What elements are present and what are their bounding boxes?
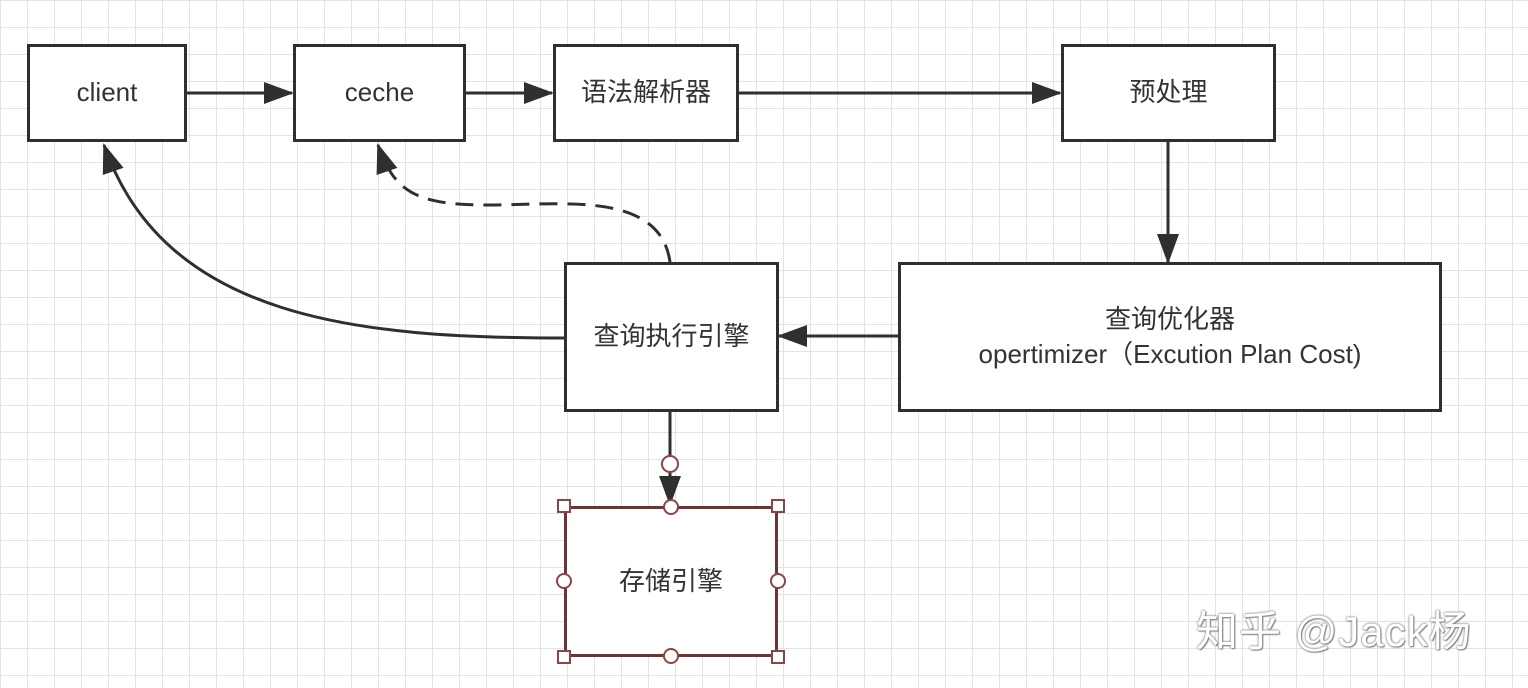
node-preprocess[interactable]: 预处理	[1061, 44, 1276, 142]
node-cache[interactable]: ceche	[293, 44, 466, 142]
node-optimizer-label-line1: 查询优化器	[1104, 303, 1235, 334]
node-cache-label: ceche	[344, 77, 415, 108]
node-parser[interactable]: 语法解析器	[553, 44, 739, 142]
node-optimizer-label-line2: opertimizer（Excution Plan Cost)	[978, 339, 1362, 369]
node-parser-label: 语法解析器	[580, 77, 711, 108]
node-optimizer[interactable]: 查询优化器 opertimizer（Excution Plan Cost)	[898, 262, 1442, 412]
resize-handle-bottom-left[interactable]	[557, 650, 571, 664]
resize-handle-top-left[interactable]	[557, 499, 571, 513]
watermark: 知乎 @Jack杨	[1196, 608, 1472, 655]
resize-handle-top-right[interactable]	[771, 499, 785, 513]
connection-point-left[interactable]	[556, 573, 572, 589]
edge-endpoint-handle[interactable]	[661, 455, 679, 473]
node-storage[interactable]: 存储引擎	[564, 506, 778, 657]
node-executor[interactable]: 查询执行引擎	[564, 262, 779, 412]
edge-executor-cache-dashed[interactable]	[376, 143, 672, 263]
connection-point-top[interactable]	[663, 499, 679, 515]
node-storage-label: 存储引擎	[618, 565, 723, 596]
resize-handle-bottom-right[interactable]	[771, 650, 785, 664]
connection-point-right[interactable]	[770, 573, 786, 589]
node-client[interactable]: client	[27, 44, 187, 142]
node-preprocess-label: 预处理	[1129, 77, 1208, 108]
connection-point-bottom[interactable]	[663, 648, 679, 664]
edge-executor-client[interactable]	[102, 143, 566, 340]
node-executor-label: 查询执行引擎	[593, 321, 750, 352]
node-client-label: client	[76, 77, 138, 108]
